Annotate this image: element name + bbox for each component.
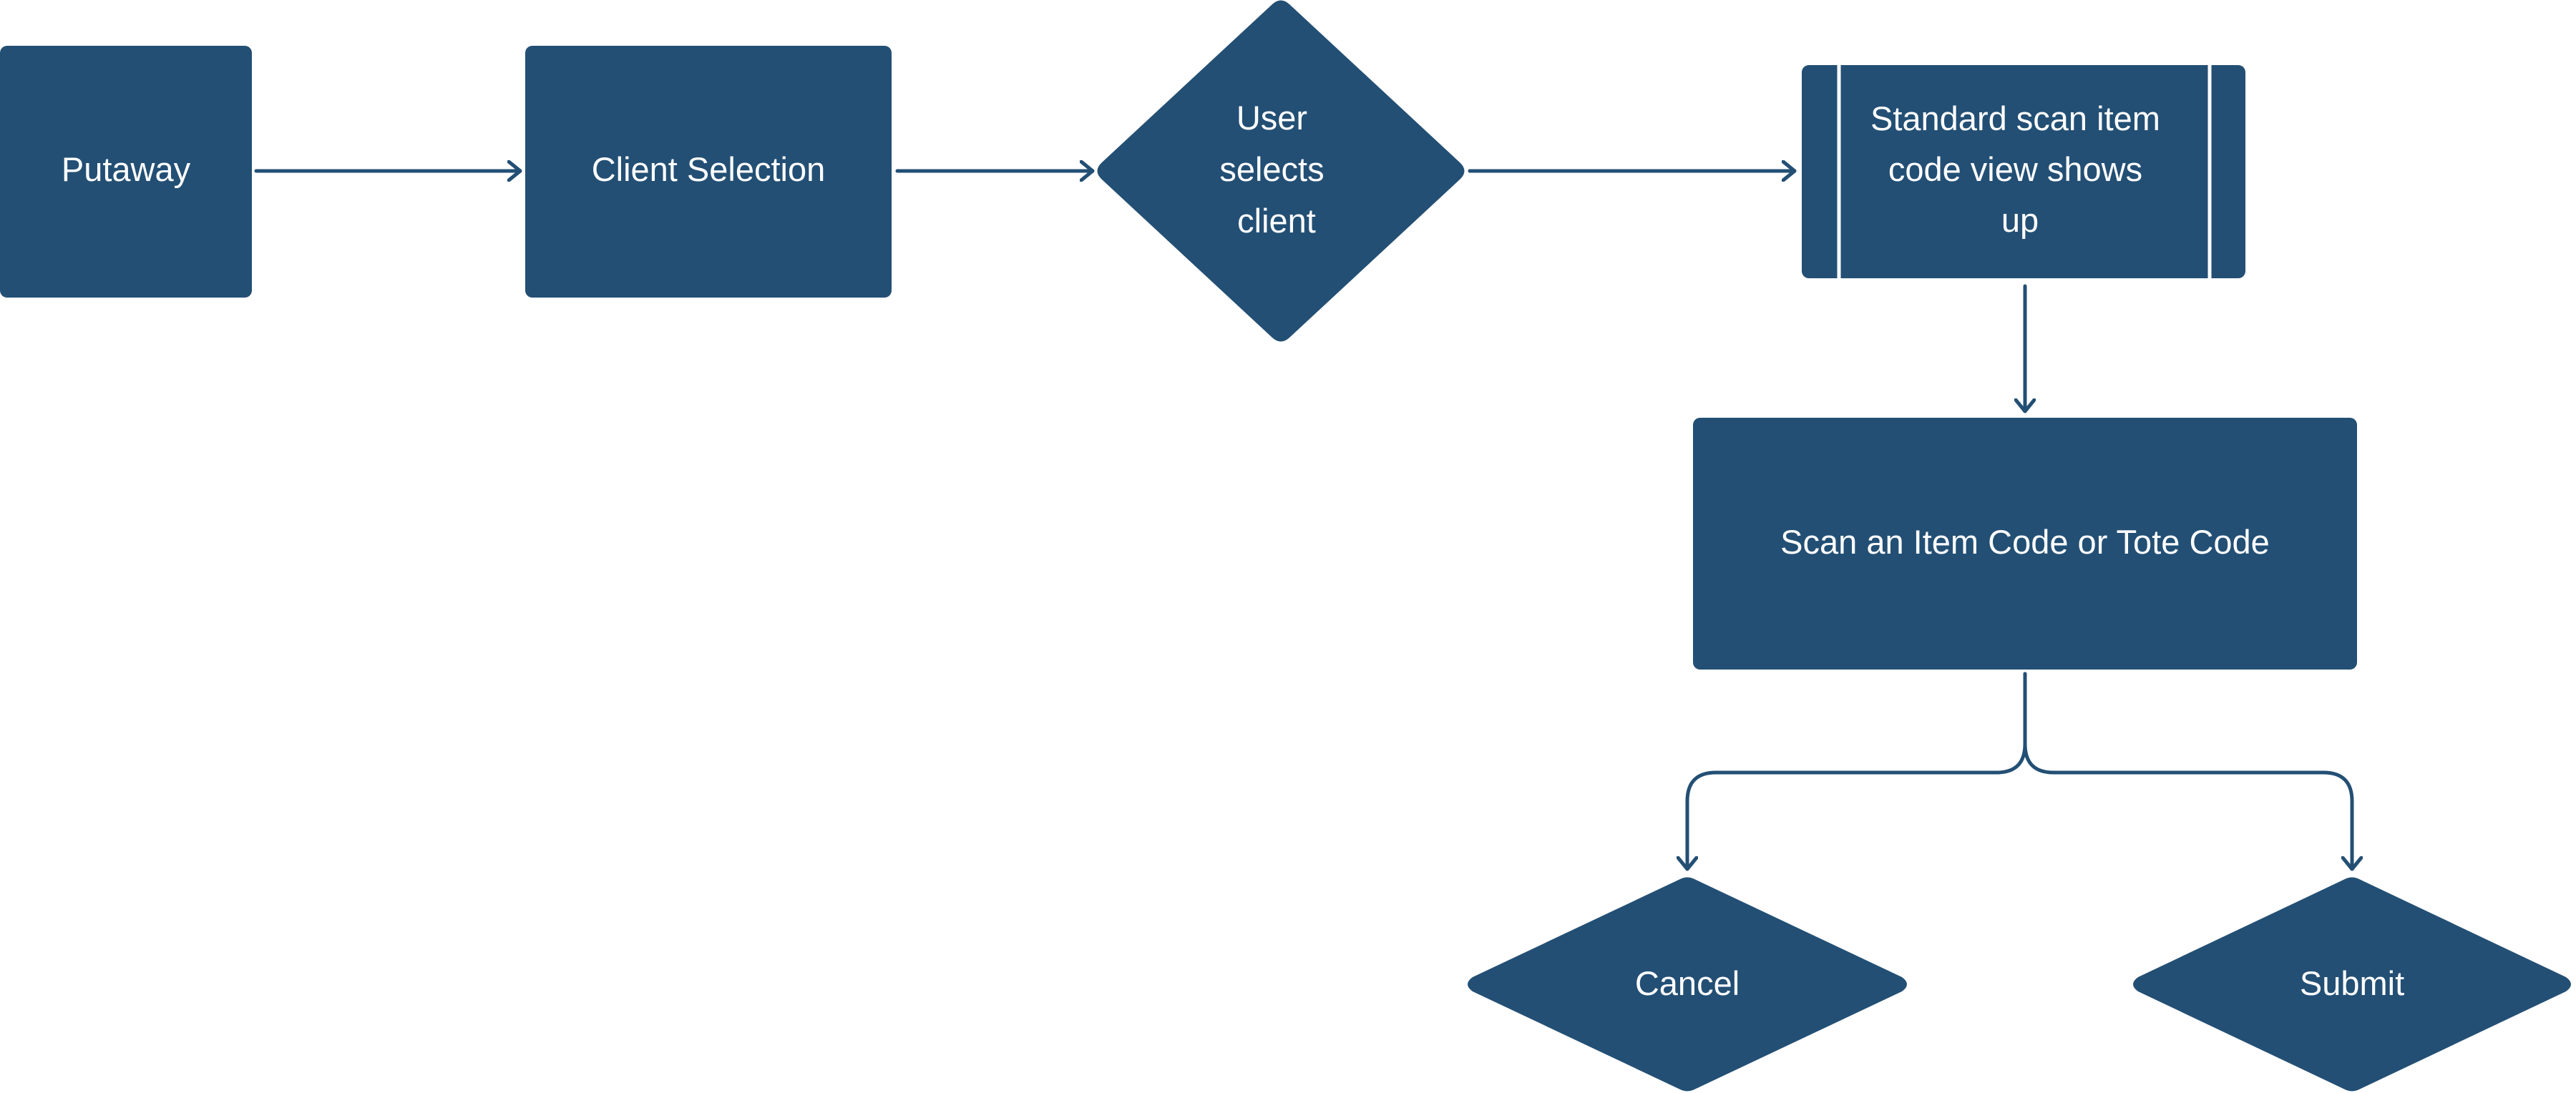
node-standard-scan-view: Standard scan item code view shows up [1802, 65, 2245, 278]
edge-scan-code-to-cancel [1687, 672, 2027, 871]
node-submit: Submit [2133, 877, 2571, 1092]
node-user-selects-client-line: selects [1219, 150, 1324, 188]
node-client-selection-shape [525, 46, 892, 298]
node-user-selects-client-label: User selects client [1219, 99, 1333, 240]
node-submit-line: Submit [2300, 964, 2404, 1002]
node-cancel: Cancel [1468, 877, 1907, 1092]
node-user-selects-client-shape [1097, 0, 1465, 342]
edge-scan-code-to-submit [2023, 672, 2352, 871]
connectors [254, 171, 2352, 871]
node-standard-scan-view-label: Standard scan item code view shows up [1870, 99, 2170, 239]
node-putaway: Putaway [0, 46, 252, 298]
node-scan-code: Scan an Item Code or Tote Code [1693, 418, 2357, 670]
node-cancel-line: Cancel [1635, 964, 1740, 1002]
node-scan-code-line: Scan an Item Code or Tote Code [1780, 523, 2270, 561]
node-putaway-label: Putaway [62, 150, 191, 188]
node-client-selection: Client Selection [525, 46, 892, 298]
node-putaway-line: Putaway [62, 150, 191, 188]
node-cancel-label: Cancel [1635, 964, 1740, 1002]
node-user-selects-client: User selects client [1097, 0, 1465, 342]
node-user-selects-client-line: client [1237, 202, 1316, 240]
node-standard-scan-view-line: Standard scan item [1870, 99, 2160, 137]
node-standard-scan-view-shape [1802, 65, 2245, 278]
node-client-selection-line: Client Selection [592, 150, 826, 188]
node-standard-scan-view-line: code view shows [1888, 150, 2142, 188]
node-user-selects-client-line: User [1236, 99, 1307, 137]
node-submit-label: Submit [2300, 964, 2404, 1002]
node-putaway-shape [0, 46, 252, 298]
node-submit-shape [2133, 877, 2571, 1092]
node-client-selection-label: Client Selection [592, 150, 826, 188]
node-scan-code-shape [1693, 418, 2357, 670]
node-scan-code-label: Scan an Item Code or Tote Code [1780, 523, 2270, 561]
node-cancel-shape [1468, 877, 1907, 1092]
node-standard-scan-view-line: up [2001, 201, 2039, 239]
